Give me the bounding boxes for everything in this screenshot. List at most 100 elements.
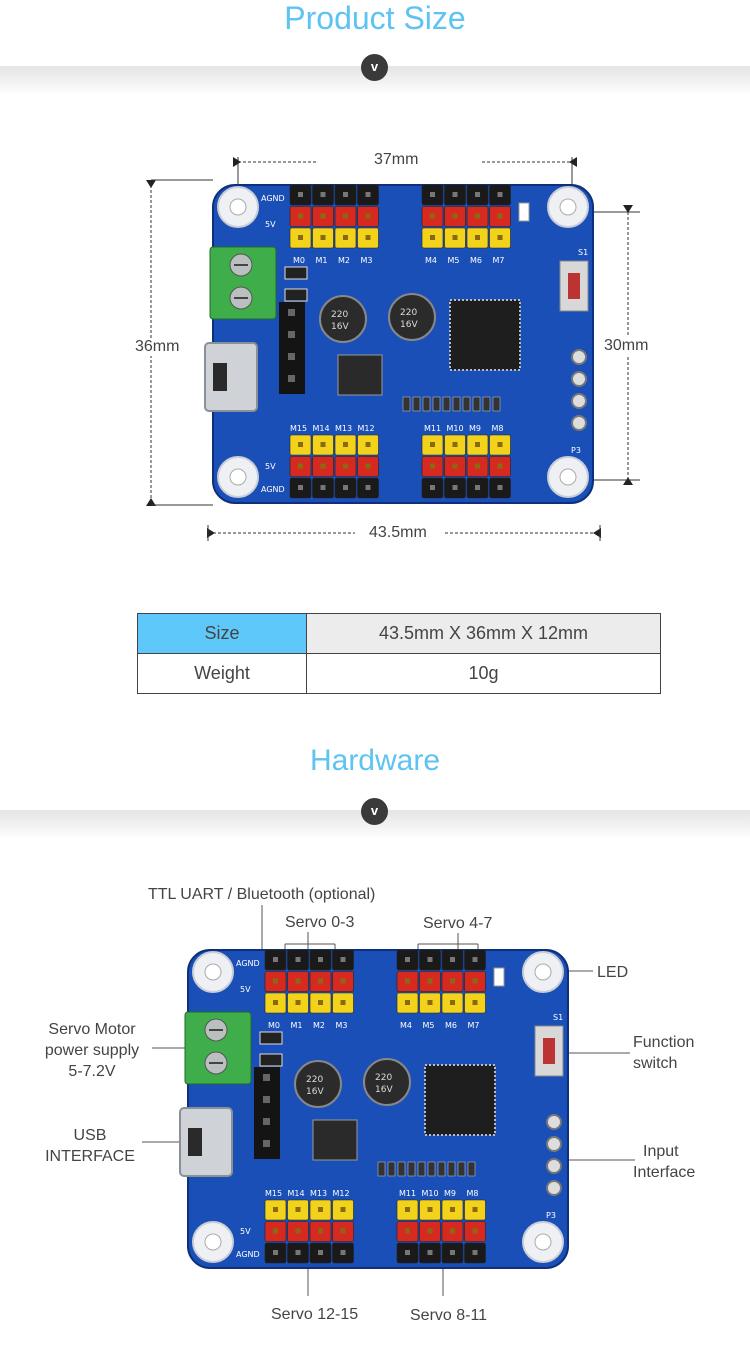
uart-pin [288,375,295,382]
pin-tip [430,463,435,469]
pin-tip [427,1000,433,1005]
pin-tip [365,442,371,447]
silkscreen-label: M5 [448,256,460,265]
label-line: USB [73,1127,107,1144]
arrow-head [623,205,633,213]
usb-port [188,1128,202,1156]
pin-tip [472,1000,478,1005]
pin-tip [452,485,458,490]
input-pin [546,1180,562,1196]
smd-resistor [432,396,441,412]
silkscreen-text: AGND [261,485,285,494]
spec-label: Weight [137,653,307,694]
table-row: Weight 10g [137,653,661,694]
smd-resistor [407,1161,416,1177]
silkscreen-label: M4 [425,256,437,265]
pin-tip [318,957,323,962]
pcb-substrate [187,949,569,1269]
label-line: switch [633,1055,678,1072]
input-pin [546,1158,562,1174]
capacitor-label: 16V [306,1087,324,1097]
silkscreen-label: M3 [336,1021,348,1030]
pin-tip [343,442,348,447]
capacitor-label: 220 [306,1075,323,1085]
silkscreen-label: M7 [493,256,505,265]
pin-tip [298,192,303,197]
capacitor-label: 220 [375,1073,392,1083]
uart-pin [288,309,295,316]
label-led: LED [597,964,629,981]
smd-resistor [492,396,501,412]
servo-header-0-3 [264,949,354,1014]
pin-tip [298,213,303,219]
terminal-block [209,246,277,320]
arrow-head [146,180,156,188]
dimension-right-height: 30mm [601,337,652,355]
pin-tip [475,463,480,469]
label-line: power supply [44,1042,140,1059]
silkscreen-label: M13 [310,1189,327,1198]
label-servo-8-11: Servo 8-11 [410,1307,488,1324]
pin-tip [430,235,435,240]
silkscreen-label: M11 [399,1189,416,1198]
silkscreen-label: M0 [293,256,305,265]
pin-tip [273,1000,278,1005]
smd-resistor [417,1161,426,1177]
servo-header-12-15 [289,434,379,499]
servo-header-8-11 [421,434,511,499]
arrow-head [569,157,577,167]
silkscreen-text: AGND [236,1250,260,1259]
pin-tip [452,442,458,447]
smd-resistor [442,396,451,412]
servo-header-12-15 [264,1199,354,1264]
diode [259,1031,283,1045]
label-line: Input [643,1143,679,1160]
pin-tip [427,1228,433,1234]
uart-pin [288,353,295,360]
silkscreen-label: M4 [400,1021,412,1030]
pin-tip [497,192,503,197]
pin-tip [340,978,346,984]
mounting-hole-center [534,963,552,981]
pin-tip [343,192,348,197]
silkscreen-label: M3 [361,256,373,265]
pin-tip [340,1228,346,1234]
silkscreen-text: S1 [553,1013,563,1022]
pin-tip [295,978,301,984]
pin-tip [452,213,458,219]
pin-tip [298,485,303,490]
capacitor [319,295,367,343]
usb-connector [204,342,258,412]
smd-resistor [387,1161,396,1177]
silkscreen-text: AGND [236,959,260,968]
table-row: Size 43.5mm X 36mm X 12mm [137,613,661,654]
diode [284,288,308,302]
silkscreen-label: M0 [268,1021,280,1030]
pin-tip [430,485,435,490]
pin-tip [365,192,371,197]
smd-resistor [462,396,471,412]
pin-tip [472,1250,478,1255]
input-pin [546,1114,562,1130]
capacitor-label: 16V [400,320,418,330]
pin-tip [340,1250,346,1255]
pin-tip [318,1207,323,1212]
label-line: Function [633,1034,695,1051]
pin-tip [295,1250,301,1255]
pin-tip [405,1207,410,1212]
label-usb: USB INTERFACE [40,1125,140,1167]
chevron-down-icon: v [361,798,388,825]
silkscreen-label: M12 [358,424,375,433]
capacitor-label: 220 [331,310,348,320]
silkscreen-text: 5V [240,985,251,994]
capacitor [294,1060,342,1108]
pin-tip [273,1228,278,1234]
pin-tip [430,442,435,447]
mounting-hole-center [559,198,577,216]
silkscreen-label: M9 [444,1189,456,1198]
silkscreen-label: M11 [424,424,441,433]
label-line: Servo Motor [48,1021,136,1038]
pin-tip [450,1250,455,1255]
